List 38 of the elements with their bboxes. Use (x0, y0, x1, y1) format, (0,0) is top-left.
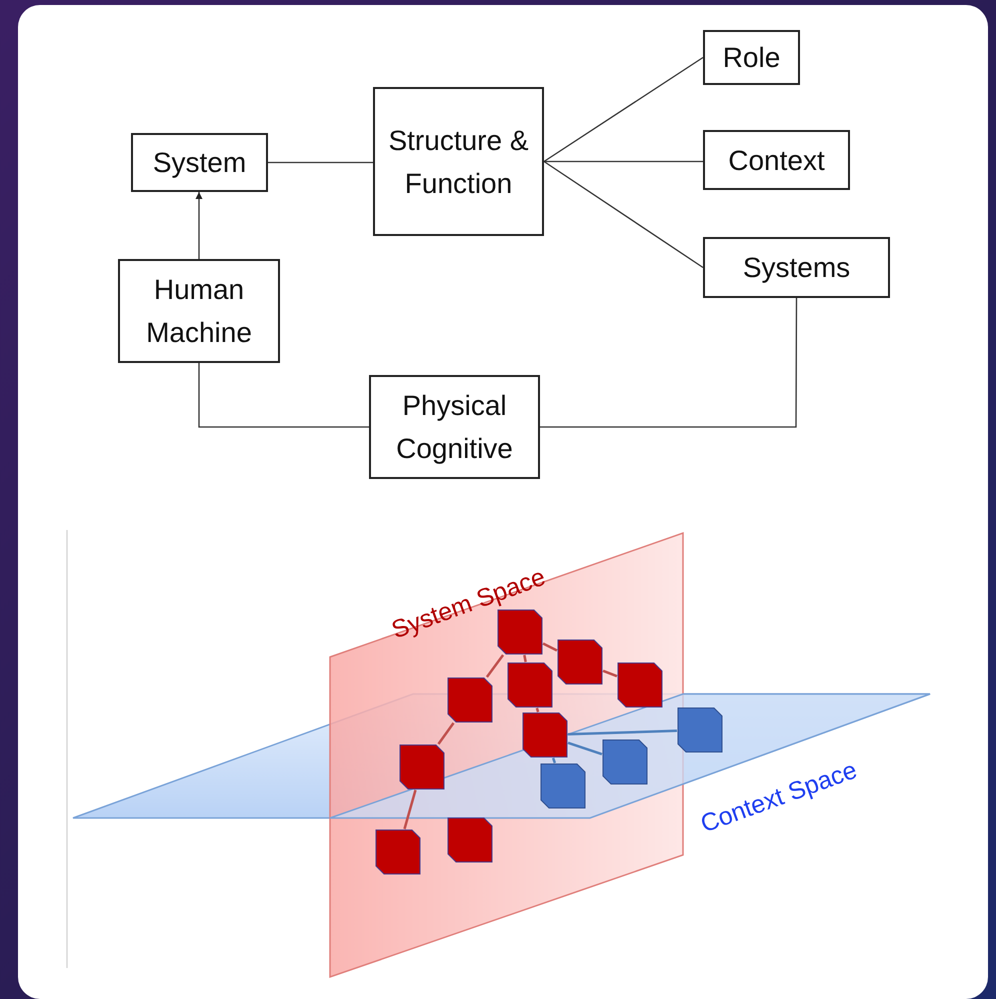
arrow (196, 192, 202, 259)
concept-box: Systems (703, 237, 890, 298)
system-cube (375, 829, 421, 875)
system-cube (507, 662, 553, 708)
connector-line (568, 730, 678, 736)
connector-line (544, 160, 703, 162)
concept-box: Role (703, 30, 800, 85)
connector-line (437, 722, 455, 745)
system-cube (617, 662, 663, 708)
context-cube (602, 739, 648, 785)
concept-box: Physical Cognitive (369, 375, 540, 479)
concept-box: Human Machine (118, 259, 280, 363)
connector-line (544, 56, 704, 162)
plane-label: Context Space (697, 756, 862, 840)
system-cube (447, 677, 493, 723)
context-cube (540, 763, 586, 809)
system-cube (497, 609, 543, 655)
system-cube (557, 639, 603, 685)
connector-line (536, 708, 540, 712)
connector-line (602, 670, 618, 678)
connector-line (268, 162, 373, 164)
system-cube (447, 817, 493, 863)
context-cube (677, 707, 723, 753)
connector-line (198, 363, 369, 428)
system-cube (399, 744, 445, 790)
concept-box: System (131, 133, 268, 192)
connector-line (403, 790, 417, 830)
plane-label: System Space (388, 562, 550, 646)
concept-box: Context (703, 130, 850, 190)
connector-line (552, 758, 556, 764)
concept-box: Structure & Function (373, 87, 544, 236)
connector-line (542, 642, 558, 652)
connector-line (486, 654, 504, 678)
connector-line (523, 654, 527, 662)
connector-line (544, 160, 704, 268)
system-cube (522, 712, 568, 758)
connector-line (568, 742, 602, 756)
connector-line (540, 298, 798, 428)
